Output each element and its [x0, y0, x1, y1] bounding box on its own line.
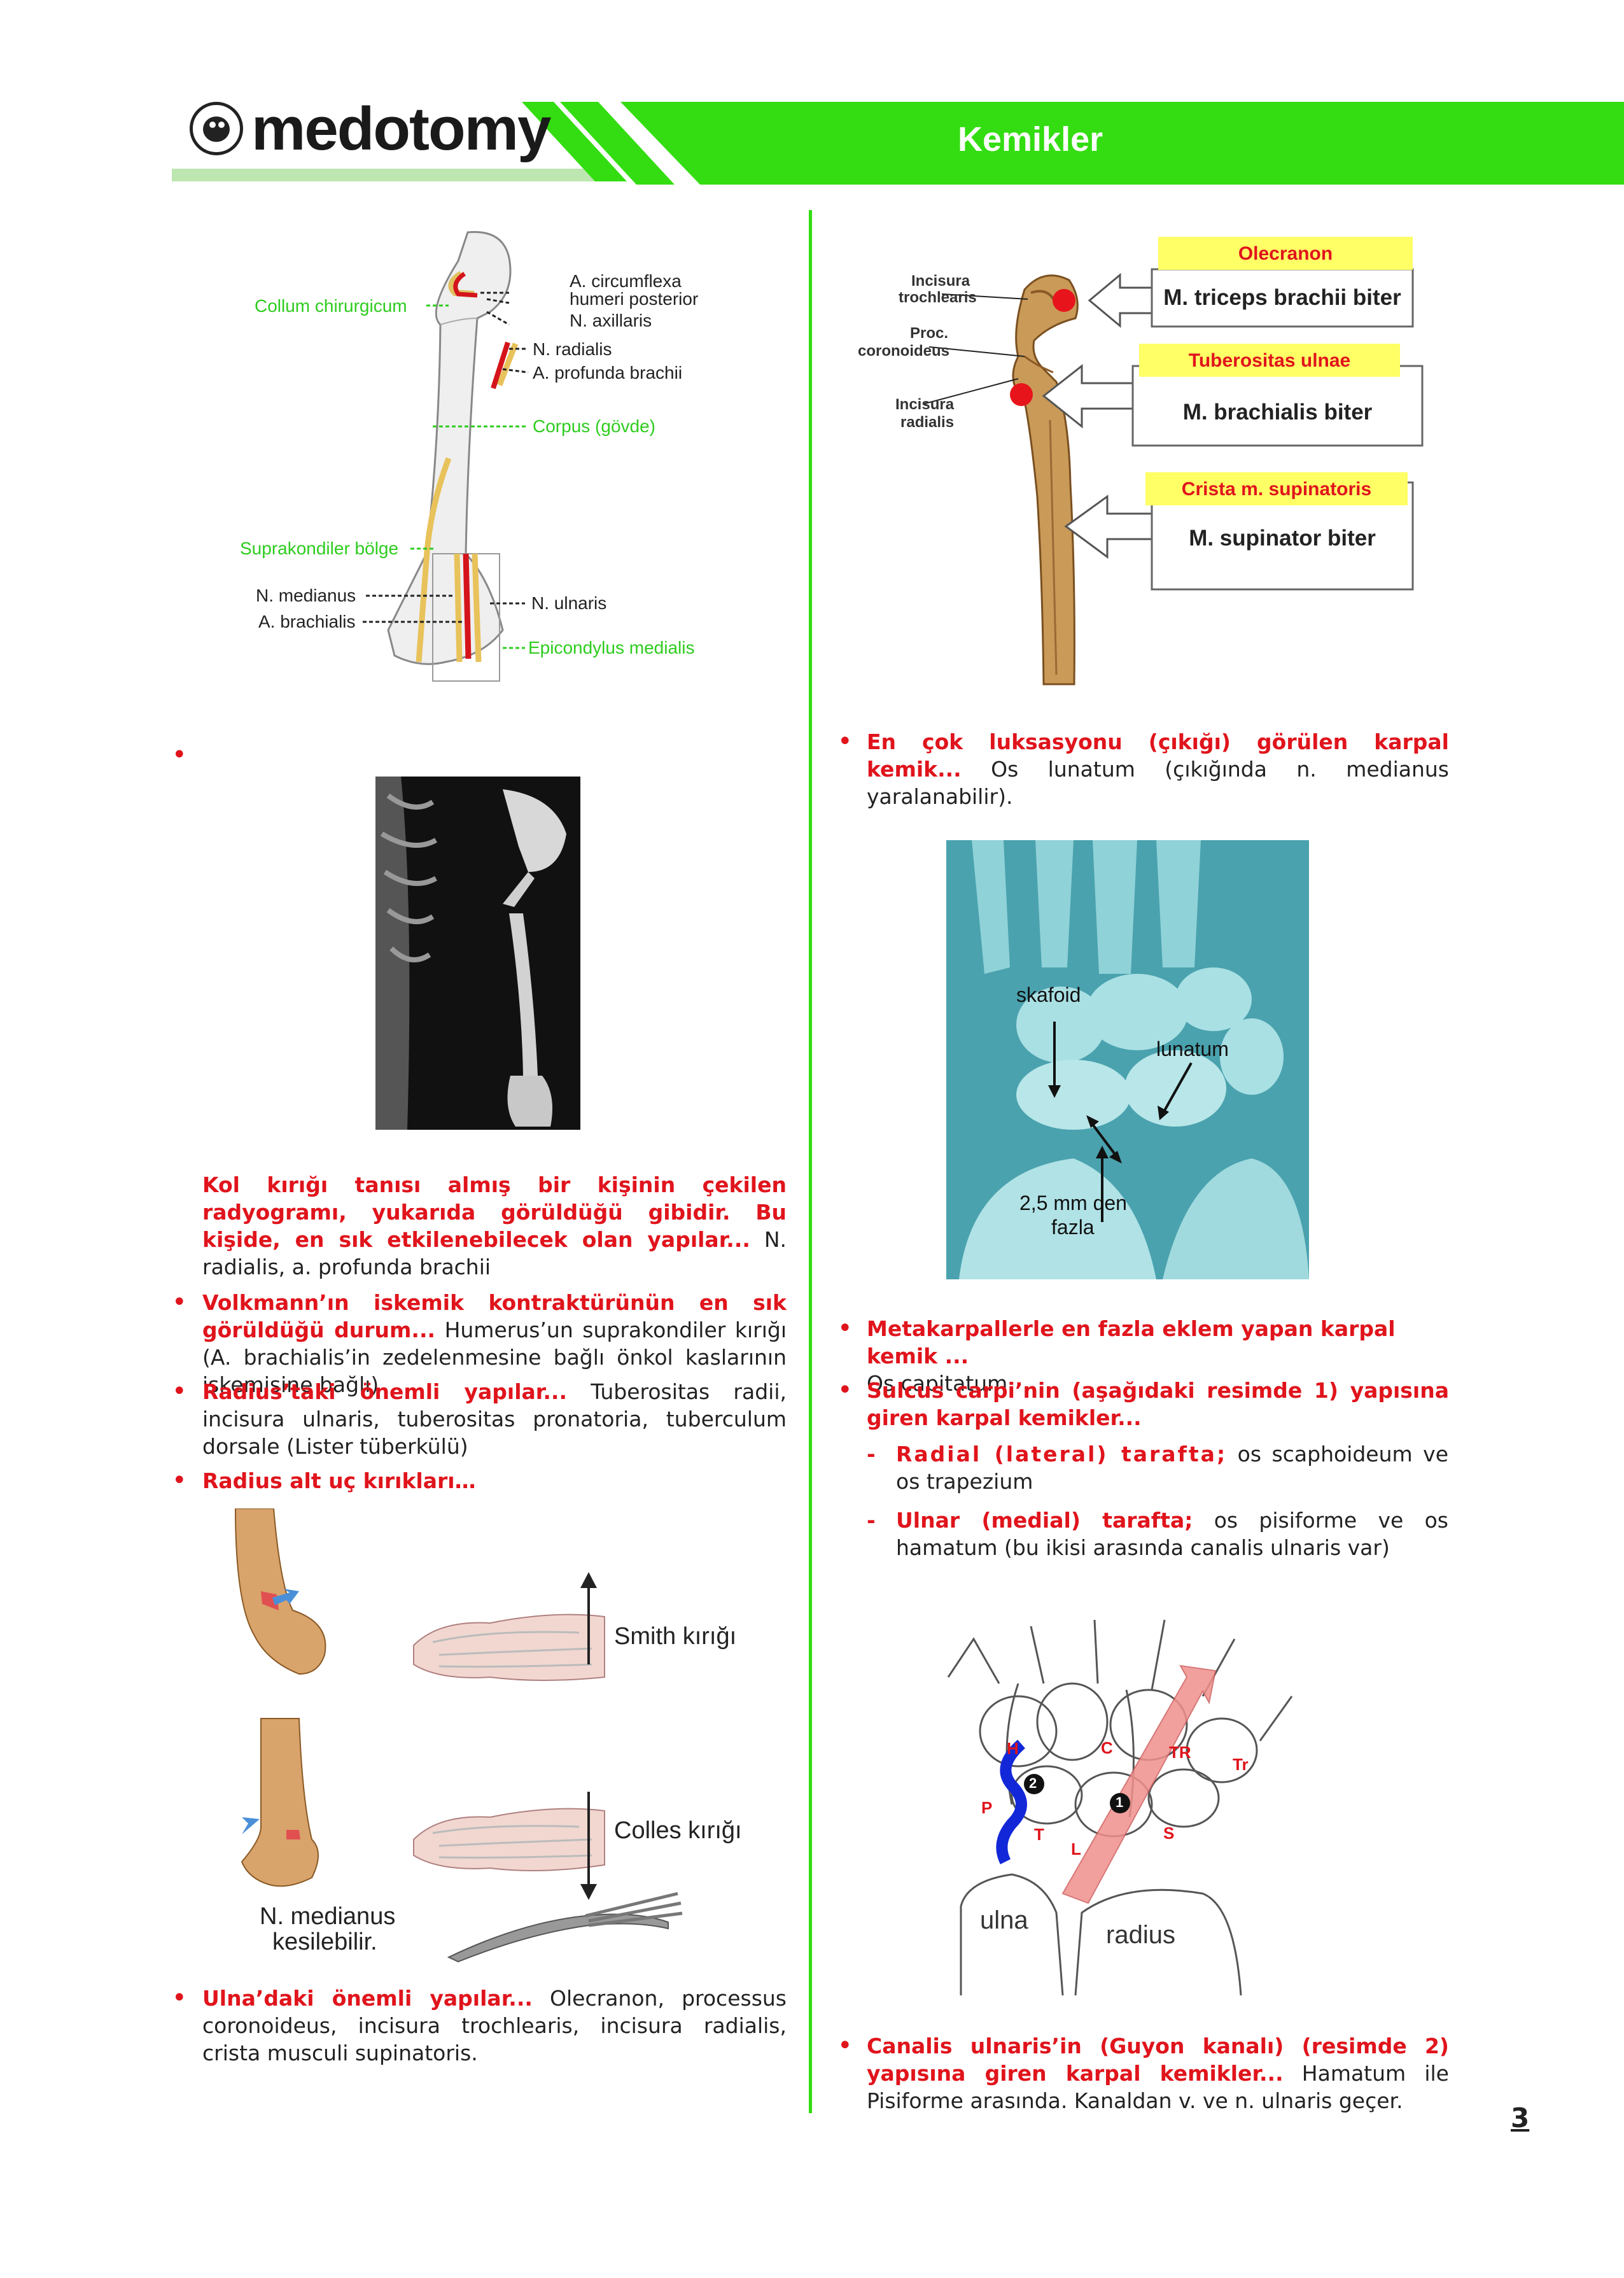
bullet-metakarpal: • [837, 1314, 853, 1343]
label-suprakondiler: Suprakondiler bölge [240, 538, 399, 558]
label-n-ulnaris: N. ulnaris [531, 593, 607, 613]
radius-text: Radius’taki önemli yapılar... Tuberosita… [202, 1379, 787, 1459]
carpal-label-Tr: Tr [1233, 1755, 1249, 1774]
xray-caption-text: N. radialis, a. profunda brachii [202, 1227, 787, 1279]
dash-radial: - [867, 1442, 876, 1466]
label-proc-coronoideus-2: coronoideus [858, 342, 950, 360]
fracture-drawing [234, 1508, 683, 1963]
empty-bullet: • [172, 740, 187, 770]
smith-label: Smith kırığı [614, 1623, 737, 1650]
lunatum-label: lunatum [1156, 1037, 1229, 1060]
bullet-luxation: • [837, 727, 853, 756]
sulcus-text: Sulcus carpi’nin (aşağıdaki resimde 1) y… [867, 1378, 1449, 1430]
header-graphic [172, 102, 1624, 185]
carpal-drawing [947, 1619, 1293, 1995]
label-epicondylus: Epicondylus medialis [528, 638, 695, 657]
carpal-label-P: P [981, 1798, 993, 1817]
radius-fractures-text: Radius alt uç kırıkları… [202, 1468, 476, 1493]
carpal-label-H: H [1007, 1739, 1019, 1758]
humerus-xray [375, 777, 580, 1130]
label-collum: Collum chirurgicum [255, 296, 407, 316]
section-title: Kemikler [958, 120, 1103, 158]
humerus-drawing [363, 231, 529, 682]
header: medotomy Kemikler [0, 0, 1624, 191]
carpal-label-TR: TR [1169, 1743, 1191, 1762]
label-n-axillaris: N. axillaris [570, 311, 652, 330]
ulna-drawing [922, 237, 1424, 686]
label-a-brachialis: A. brachialis [258, 612, 356, 631]
label-a-profunda: A. profunda brachii [533, 363, 683, 383]
skafoid-label: skafoid [1016, 983, 1081, 1006]
metakarpal-text: Metakarpallerle en fazla eklem yapan kar… [867, 1316, 1396, 1396]
carpal-figure: H C TR Tr P T L S 2 1 ulna radius [935, 1614, 1355, 1995]
mm-label: 2,5 mm den [1019, 1192, 1127, 1214]
label-incisura-trochlearis: Incisura [911, 272, 970, 290]
bullet-canalis: • [837, 2031, 853, 2060]
label-a-circumflexa: A. circumflexa [570, 271, 682, 291]
ulna-label: ulna [980, 1906, 1028, 1934]
canal-number-1: 1 [1116, 1794, 1124, 1810]
box-olecranon-text: M. triceps brachii biter [1163, 285, 1401, 310]
box-olecranon-title: Olecranon [1238, 243, 1333, 264]
ulnar-text: Ulnar (medial) tarafta; os pisiforme ve … [896, 1508, 1448, 1560]
xray-caption: Kol kırığı tanısı almış bir kişinin çeki… [202, 1172, 787, 1279]
carpal-label-C: C [1101, 1738, 1113, 1757]
label-corpus: Corpus (gövde) [533, 416, 655, 436]
luxation-text: En çok luksasyonu (çıkığı) görülen karpa… [867, 729, 1449, 809]
label-proc-coronoideus: Proc. [910, 325, 949, 342]
humerus-figure: A. circumflexa humeri posterior N. axill… [235, 223, 745, 713]
label-incisura-trochlearis-2: trochlearis [899, 289, 977, 306]
box-crista-title: Crista m. supinatoris [1181, 479, 1372, 500]
wrist-xray: skafoid lunatum 2,5 mm den fazla [946, 840, 1309, 1279]
carpal-label-T: T [1034, 1825, 1044, 1844]
dash-ulnar: - [867, 1508, 876, 1533]
radius-label: radius [1106, 1921, 1175, 1949]
label-incisura-radialis: Incisura [895, 396, 955, 413]
fracture-figure: Smith kırığı Colles kırığı N. medianus k… [223, 1508, 783, 1967]
carpal-label-L: L [1071, 1839, 1081, 1859]
panda-icon [203, 116, 230, 142]
bullet-sulcus: • [837, 1375, 853, 1405]
bullet-ulna: • [172, 1983, 187, 2013]
xray-caption-red: Kol kırığı tanısı almış bir kişinin çeki… [202, 1172, 787, 1252]
box-tuberositas-text: M. brachialis biter [1182, 400, 1373, 425]
box-crista-text: M. supinator biter [1189, 526, 1376, 551]
mm-label-2: fazla [1051, 1216, 1095, 1239]
label-a-circumflexa-2: humeri posterior [570, 289, 699, 309]
label-incisura-radialis-2: radialis [900, 414, 955, 431]
bullet-radius-fractures: • [172, 1466, 187, 1495]
carpal-label-S: S [1163, 1824, 1175, 1843]
volkmann-text: Volkmann’ın iskemik kontraktürünün en sı… [202, 1290, 787, 1397]
bullet-volkmann: • [172, 1288, 187, 1317]
radial-text: Radial (lateral) tarafta; os scaphoideum… [896, 1442, 1448, 1494]
medianus-label: N. medianus [260, 1903, 396, 1930]
label-n-medianus: N. medianus [256, 586, 356, 605]
column-divider [809, 210, 812, 2113]
canalis-text: Canalis ulnaris’in (Guyon kanalı) (resim… [867, 2034, 1449, 2113]
page-number: 3 [1511, 2102, 1530, 2134]
bullet-radius: • [172, 1377, 187, 1406]
medianus-label-2: kesilebilir. [272, 1929, 377, 1955]
box-tuberositas-title: Tuberositas ulnae [1188, 350, 1351, 371]
colles-label: Colles kırığı [614, 1817, 742, 1844]
canal-number-2: 2 [1029, 1775, 1037, 1791]
ulna-text: Ulna’daki önemli yapılar... Olecranon, p… [202, 1986, 787, 2065]
brand-name: medotomy [251, 95, 551, 163]
label-n-radialis: N. radialis [533, 339, 612, 359]
ulna-figure: Incisura trochlearis Proc. coronoideus I… [840, 229, 1476, 687]
logo [190, 102, 243, 155]
